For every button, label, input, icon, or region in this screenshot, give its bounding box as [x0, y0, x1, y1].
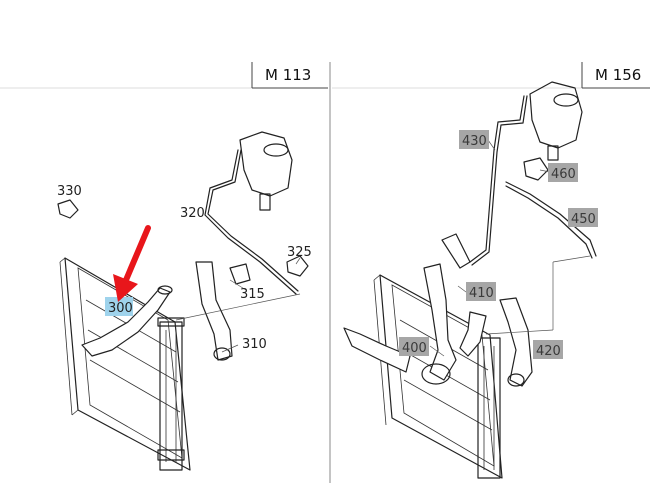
line-450 — [505, 181, 597, 257]
pointer-arrow — [113, 225, 151, 302]
label-400: 400 — [402, 341, 427, 356]
highlight-300 — [105, 297, 133, 316]
tag-420-bg — [533, 340, 563, 359]
label-460: 460 — [551, 167, 576, 182]
engine-text-m156: M 156 — [595, 66, 641, 84]
label-315: 315 — [240, 287, 265, 302]
leaders-left — [175, 257, 301, 353]
label-310: 310 — [242, 337, 267, 352]
hose-400 — [423, 263, 457, 381]
clip-325 — [286, 255, 309, 277]
label-325: 325 — [287, 245, 312, 260]
tag-430-bg — [459, 130, 489, 149]
label-420: 420 — [536, 344, 561, 359]
engine-label-left: M 113 — [251, 62, 328, 89]
hose-300 — [81, 287, 171, 357]
tag-410-bg — [466, 282, 496, 301]
line-430 — [469, 95, 525, 263]
tag-450-bg — [568, 208, 598, 227]
tag-460-bg — [548, 163, 578, 182]
hose-310 — [195, 261, 233, 361]
hose-420 — [499, 297, 533, 387]
engine-text-m113: M 113 — [265, 66, 311, 84]
label-450: 450 — [571, 212, 596, 227]
bracket-315 — [229, 263, 251, 285]
label-410: 410 — [469, 286, 494, 301]
hose-300-end — [157, 285, 173, 295]
label-300: 300 — [108, 301, 133, 316]
label-320: 320 — [180, 206, 205, 221]
tag-400-bg — [399, 337, 429, 356]
leaders-right — [429, 139, 591, 357]
expansion-tank-right — [529, 81, 583, 161]
hose-310-clamp — [213, 347, 231, 361]
label-330: 330 — [57, 184, 82, 199]
hose-410 — [459, 311, 487, 357]
clip-330 — [57, 199, 79, 219]
radiator-tank-right — [477, 337, 501, 479]
expansion-tank-left — [239, 131, 293, 211]
label-430: 430 — [462, 134, 487, 149]
radiator-tank-left — [157, 317, 185, 471]
part-460 — [523, 157, 549, 181]
engine-label-right: M 156 — [581, 62, 650, 89]
line-320 — [204, 149, 297, 295]
